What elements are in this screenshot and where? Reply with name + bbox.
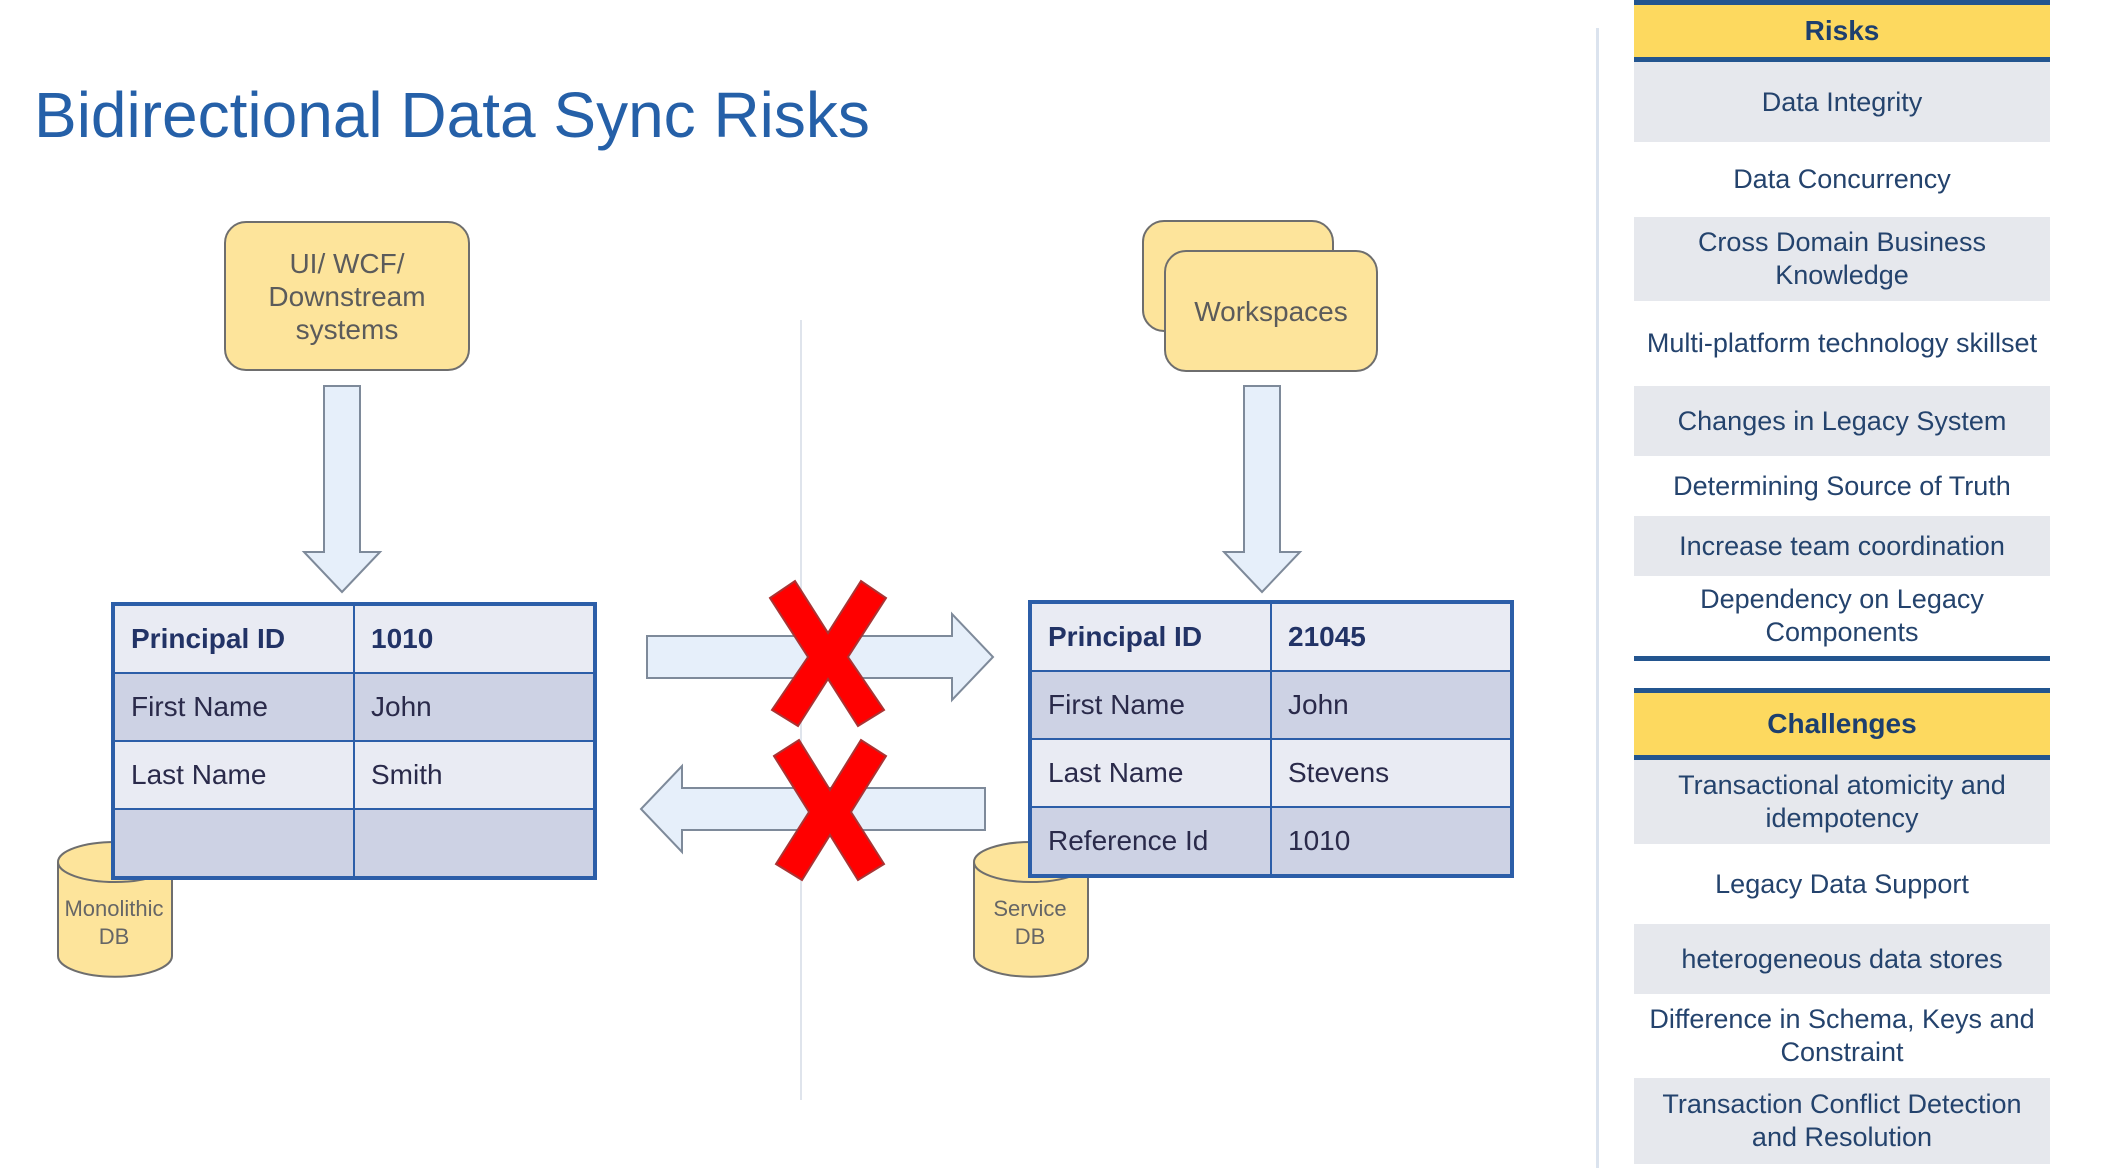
service-db-label: Service DB [974, 895, 1086, 951]
page-title: Bidirectional Data Sync Risks [34, 79, 870, 151]
table-cell: Smith [354, 741, 594, 809]
risk-item: Dependency on Legacy Components [1634, 576, 2050, 661]
table-cell: Reference Id [1031, 807, 1271, 875]
blocked-cross-bottom [772, 738, 888, 882]
db-label-line: DB [1014, 924, 1046, 949]
table-cell: Principal ID [114, 605, 354, 673]
challenge-item: heterogeneous data stores [1634, 924, 2050, 994]
table-cell: Last Name [1031, 739, 1271, 807]
table-cell [114, 809, 354, 877]
challenge-item: Transaction Conflict Detection and Resol… [1634, 1078, 2050, 1164]
table-cell: Last Name [114, 741, 354, 809]
table-cell: 1010 [354, 605, 594, 673]
workspaces-label: Workspaces [1194, 295, 1348, 327]
db-label-line: Monolithic [64, 896, 164, 921]
table-cell: First Name [1031, 671, 1271, 739]
challenge-item: Legacy Data Support [1715, 868, 1969, 899]
db-label-line: Service [993, 896, 1067, 921]
table-cell [354, 809, 594, 877]
source-node-ui-wcf: UI/ WCF/ Downstream systems [224, 221, 470, 371]
monolithic-record-table: Principal ID 1010 First Name John Last N… [111, 602, 597, 880]
source-node-line: systems [295, 313, 399, 345]
risk-item: Multi-platform technology skillset [1646, 328, 2038, 358]
table-cell: First Name [114, 673, 354, 741]
source-node-line: Downstream [268, 280, 426, 312]
table-cell: Principal ID [1031, 603, 1271, 671]
risk-item: Data Integrity [1634, 62, 2050, 142]
blocked-cross-top [768, 579, 888, 728]
risks-heading: Risks [1634, 0, 2050, 62]
down-arrow-right [1221, 385, 1303, 594]
monolithic-db-label: Monolithic DB [58, 895, 170, 951]
workspaces-node: Workspaces [1164, 250, 1378, 372]
challenges-panel: Challenges Transactional atomicity and i… [1634, 688, 2050, 1164]
table-cell: 1010 [1271, 807, 1511, 875]
table-cell: John [354, 673, 594, 741]
source-node-line: UI/ WCF/ [289, 247, 405, 279]
risks-panel: Risks Data Integrity Data Concurrency Cr… [1634, 0, 2050, 661]
challenges-heading: Challenges [1634, 688, 2050, 760]
risk-item: Data Concurrency [1733, 164, 1951, 194]
challenge-item: Difference in Schema, Keys and Constrain… [1649, 1004, 2035, 1067]
table-cell: John [1271, 671, 1511, 739]
down-arrow-left [301, 385, 383, 594]
table-cell: Stevens [1271, 739, 1511, 807]
table-cell: 21045 [1271, 603, 1511, 671]
risk-item: Determining Source of Truth [1673, 470, 2011, 501]
risk-item: Increase team coordination [1634, 516, 2050, 576]
db-label-line: DB [98, 924, 130, 949]
challenge-item: Transactional atomicity and idempotency [1634, 760, 2050, 844]
service-record-table: Principal ID 21045 First Name John Last … [1028, 600, 1514, 878]
risk-item: Changes in Legacy System [1634, 386, 2050, 456]
risk-item: Cross Domain Business Knowledge [1634, 217, 2050, 301]
sidebar-divider [1596, 28, 1599, 1168]
